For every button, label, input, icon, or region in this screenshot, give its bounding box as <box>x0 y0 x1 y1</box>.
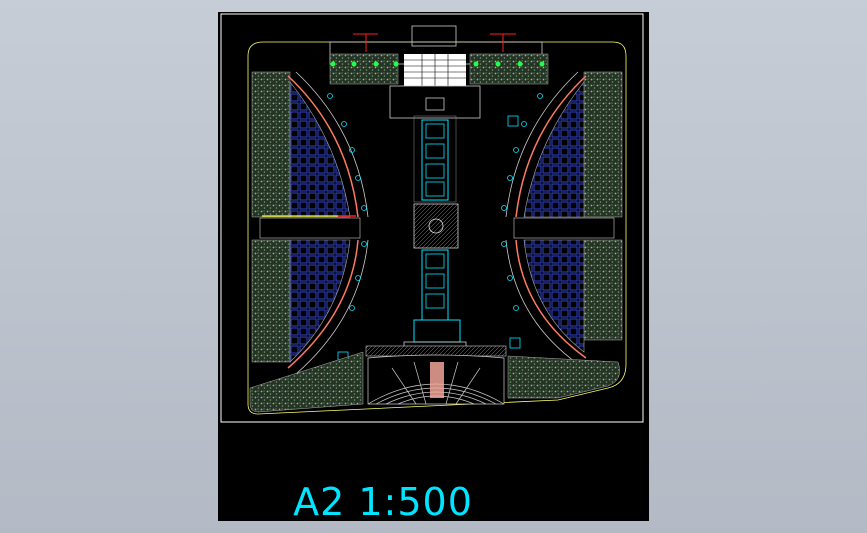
center-plaza <box>413 203 459 249</box>
water-feature-lower <box>421 249 449 321</box>
drawing-scale-label: A2 1:500 <box>293 480 473 524</box>
right-wing <box>505 71 623 365</box>
stair-lines <box>404 54 466 86</box>
lower-pool <box>413 319 461 343</box>
drawing-sheet: A2 1:500 <box>218 12 649 524</box>
left-wing <box>251 71 369 375</box>
top-red-marker-right <box>490 33 516 52</box>
top-gate <box>411 25 457 47</box>
water-feature-upper <box>421 119 449 201</box>
top-red-marker-left <box>353 33 378 52</box>
lower-plaza <box>365 345 507 357</box>
entrance-plaza <box>389 85 481 119</box>
upper-hedge-right <box>469 53 549 85</box>
bottom-planting-left <box>249 351 364 413</box>
upper-hedge-left <box>329 53 399 85</box>
site-plan-drawing <box>220 13 644 423</box>
callout-markers <box>327 93 543 363</box>
sheet-frame <box>220 13 644 423</box>
entrance-feature <box>425 97 445 111</box>
lamp-row <box>330 61 545 67</box>
amphitheatre-stage <box>430 362 444 398</box>
center-fountain <box>428 218 444 234</box>
central-axis <box>413 115 457 203</box>
site-boundary <box>247 41 627 415</box>
bottom-planting-right <box>507 355 620 399</box>
